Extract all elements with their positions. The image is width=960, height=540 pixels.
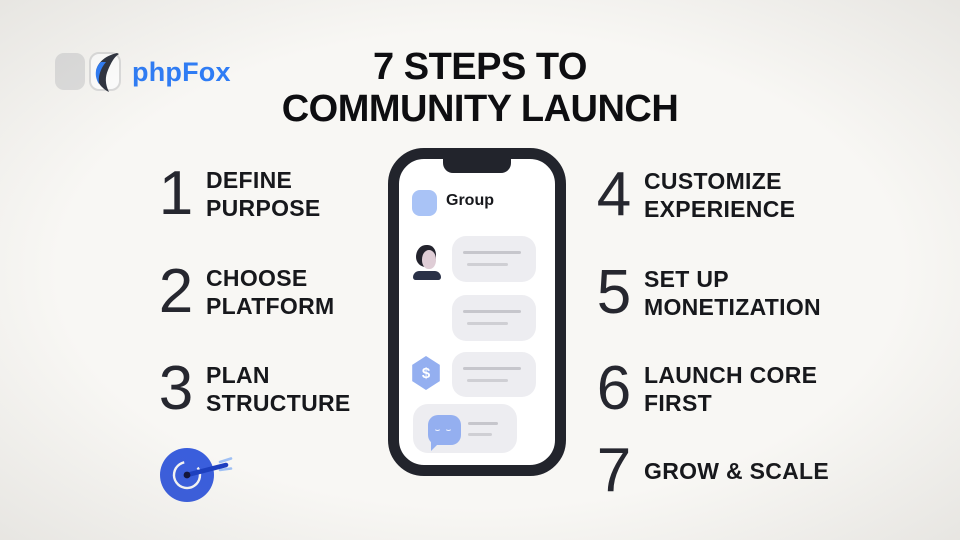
phone-screen: Group $ [399, 159, 555, 465]
placeholder-line [463, 310, 521, 313]
dollar-symbol: $ [421, 364, 431, 382]
feed-card-3 [452, 352, 536, 397]
step-1: 1 DEFINE PURPOSE [156, 163, 321, 225]
step-3-label: PLAN STRUCTURE [206, 361, 351, 417]
step-6-label-line2: FIRST [644, 390, 712, 416]
placeholder-line [468, 422, 498, 425]
brand-name: phpFox [132, 56, 231, 87]
step-1-number: 1 [158, 159, 194, 228]
feed-card-1 [452, 236, 536, 282]
group-icon [412, 190, 437, 216]
person-avatar-icon [413, 245, 441, 280]
step-1-label-line2: PURPOSE [206, 195, 321, 221]
placeholder-line [467, 263, 508, 266]
bubble-mark [434, 425, 441, 431]
step-4-number: 4 [596, 160, 632, 229]
step-2-label: CHOOSE PLATFORM [206, 264, 334, 320]
target-dart-icon [160, 448, 233, 502]
placeholder-line [463, 251, 521, 254]
group-label: Group [446, 192, 494, 209]
placeholder-line [463, 367, 521, 370]
feed-card-4 [413, 404, 517, 453]
step-5-number: 5 [596, 258, 632, 327]
step-2-label-line2: PLATFORM [206, 293, 335, 319]
title-line-1: 7 STEPS TO [373, 46, 587, 88]
placeholder-line [468, 433, 492, 436]
step-2-number: 2 [158, 257, 194, 326]
step-6: 6 LAUNCH CORE FIRST [594, 358, 817, 420]
step-7: 7 GROW & SCALE [594, 440, 829, 502]
step-7-label: GROW & SCALE [644, 457, 829, 485]
step-4-label-line2: EXPERIENCE [644, 196, 796, 222]
step-5-label: SET UP MONETIZATION [644, 265, 821, 321]
phpfox-logo: phpFox [54, 50, 231, 94]
phone-notch [443, 159, 511, 173]
title-line-2: COMMUNITY LAUNCH [281, 88, 679, 130]
step-4-label: CUSTOMIZE EXPERIENCE [644, 167, 795, 223]
feed-card-2 [452, 295, 536, 341]
step-2-label-line1: CHOOSE [206, 264, 308, 291]
step-1-label-line1: DEFINE [206, 166, 293, 193]
avatar-face [422, 250, 436, 269]
step-1-label: DEFINE PURPOSE [206, 166, 321, 222]
avatar-torso [413, 271, 441, 280]
step-5: 5 SET UP MONETIZATION [594, 262, 821, 324]
step-5-label-line1: SET UP [644, 265, 729, 292]
step-7-number: 7 [596, 436, 632, 505]
step-6-label-line1: LAUNCH CORE [644, 361, 818, 388]
page-title: 7 STEPS TO COMMUNITY LAUNCH [0, 46, 960, 130]
dollar-hexagon-icon: $ [412, 356, 440, 390]
step-3-number: 3 [158, 354, 194, 423]
step-3-label-line2: STRUCTURE [206, 390, 351, 416]
step-5-label-line2: MONETIZATION [644, 294, 821, 320]
step-3-label-line1: PLAN [206, 361, 270, 388]
phpfox-logo-icon [55, 52, 121, 92]
placeholder-line [467, 379, 508, 382]
step-4: 4 CUSTOMIZE EXPERIENCE [594, 164, 795, 226]
step-3: 3 PLAN STRUCTURE [156, 358, 351, 420]
phone-mockup: Group $ [388, 148, 566, 476]
step-6-label: LAUNCH CORE FIRST [644, 361, 817, 417]
step-2: 2 CHOOSE PLATFORM [156, 261, 334, 323]
placeholder-line [467, 322, 508, 325]
bubble-mark [445, 425, 452, 431]
step-7-label-line1: GROW & SCALE [644, 457, 830, 484]
speech-bubble-icon [428, 415, 461, 451]
step-4-label-line1: CUSTOMIZE [644, 167, 782, 194]
step-6-number: 6 [596, 354, 632, 423]
